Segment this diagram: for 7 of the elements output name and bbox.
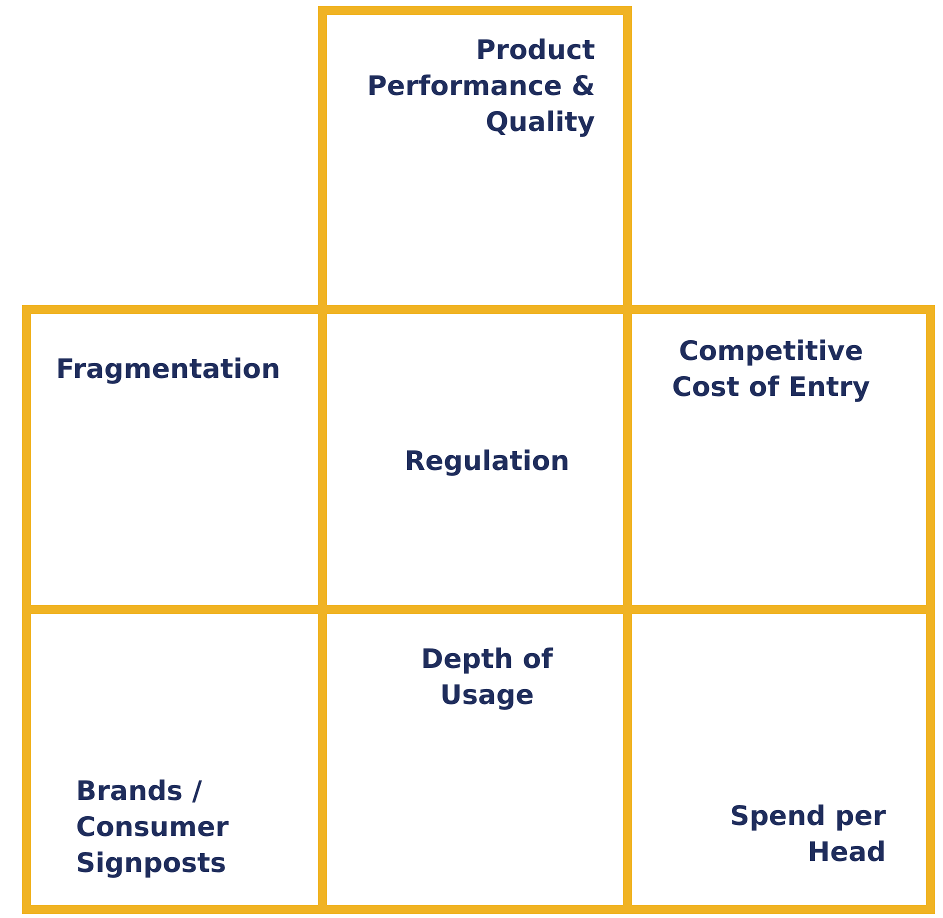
piece-label: Spend per Head — [729, 800, 886, 870]
piece-label: Regulation — [403, 445, 571, 479]
piece-label: Fragmentation — [56, 353, 282, 387]
piece-label: Depth of Usage — [420, 643, 554, 713]
piece-label: Brands / Consumer Signposts — [76, 775, 230, 881]
piece-label: Competitive Cost of Entry — [671, 335, 871, 405]
piece-label: Product Performance & Quality — [366, 34, 595, 140]
